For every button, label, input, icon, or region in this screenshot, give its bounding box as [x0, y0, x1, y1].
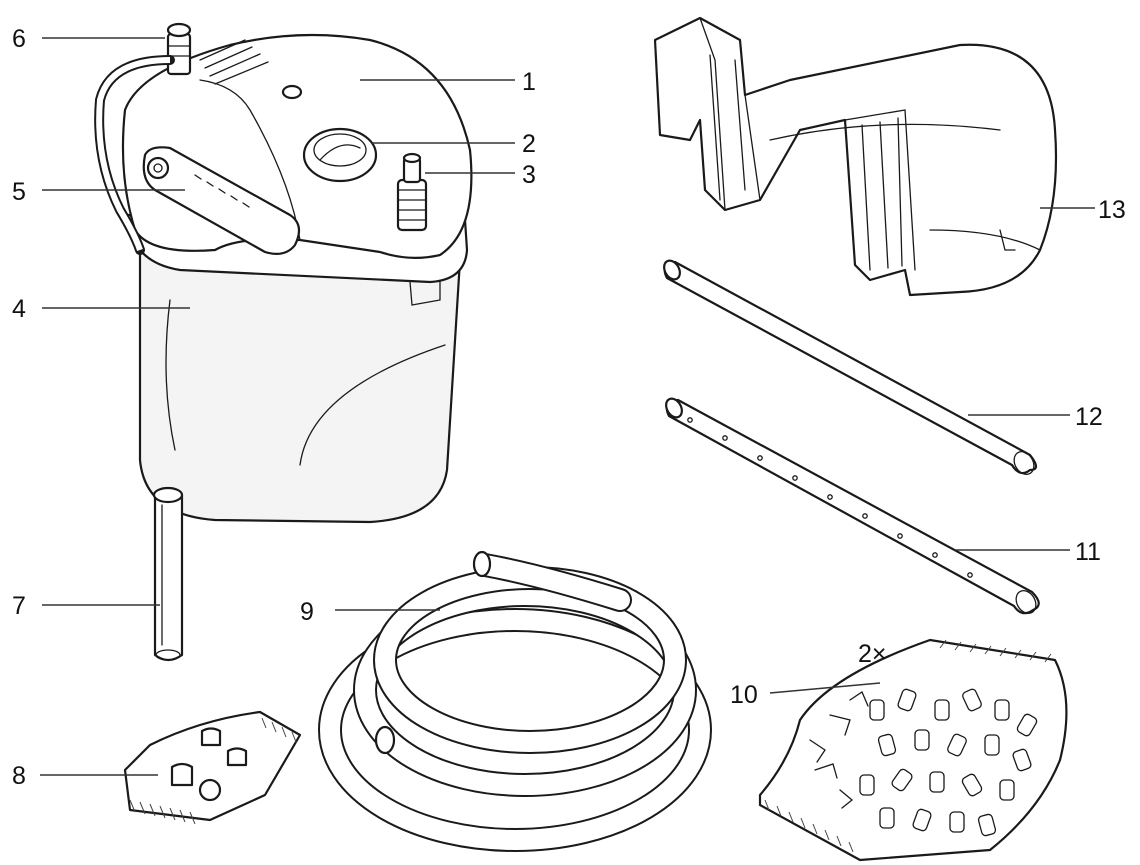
priming-cup — [302, 127, 378, 183]
handle-grip — [142, 146, 301, 255]
hose-coil — [318, 550, 712, 852]
small-parts-bag — [123, 710, 302, 825]
callout-3: 3 — [522, 161, 536, 189]
callout-13: 13 — [1098, 196, 1126, 224]
lid-screw — [281, 84, 303, 100]
filter-canister — [94, 22, 473, 524]
filter-media-bag — [758, 638, 1068, 862]
callout-5: 5 — [12, 178, 26, 206]
canister-body — [138, 248, 462, 524]
callout-6: 6 — [12, 25, 26, 53]
leader-lines — [40, 37, 1095, 776]
quantity-note: 2× — [858, 640, 887, 668]
callout-4: 4 — [12, 295, 26, 323]
outlet-nozzle — [396, 152, 428, 232]
filter-stand — [653, 16, 1058, 297]
inlet-connector — [94, 22, 192, 255]
short-pipe — [152, 486, 184, 662]
callout-7: 7 — [12, 592, 26, 620]
callout-1: 1 — [522, 68, 536, 96]
callout-2: 2 — [522, 130, 536, 158]
callout-10: 10 — [730, 681, 758, 709]
callout-12: 12 — [1075, 403, 1103, 431]
callout-9: 9 — [300, 598, 314, 626]
callout-8: 8 — [12, 762, 26, 790]
rigid-tube — [663, 259, 1038, 475]
spray-bar — [665, 397, 1040, 615]
callout-11: 11 — [1075, 538, 1101, 566]
